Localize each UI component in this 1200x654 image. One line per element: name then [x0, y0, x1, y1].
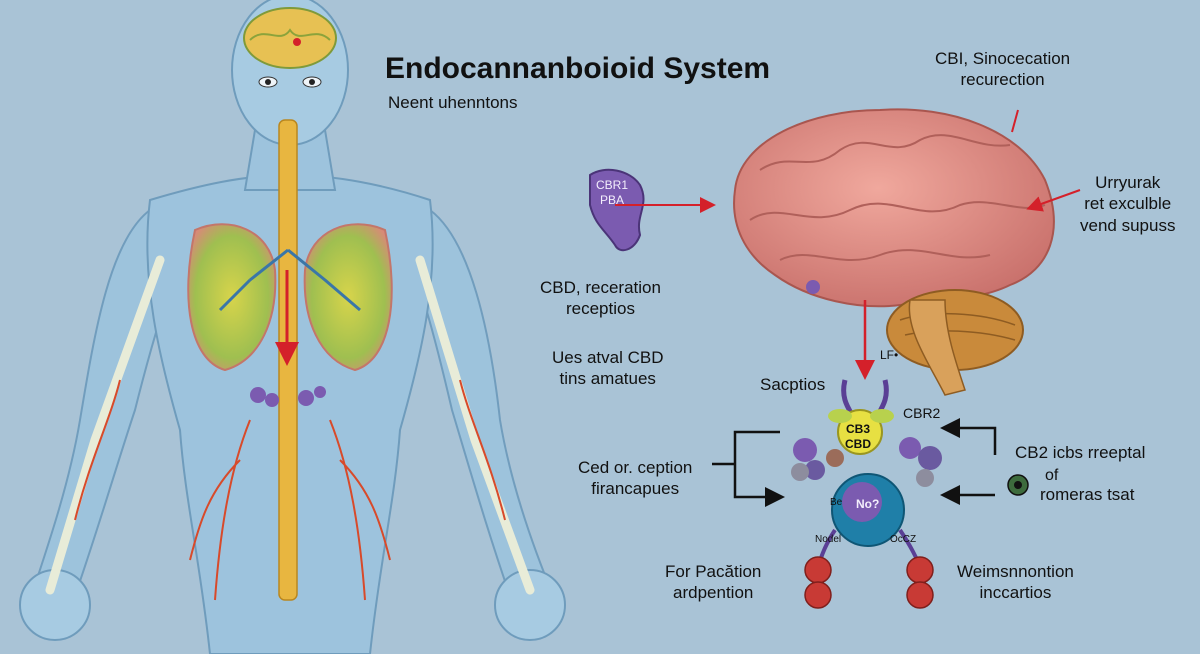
label-cb2-line2: of [1045, 467, 1059, 484]
receptor-tag-line2: PBA [600, 193, 625, 207]
label-left-mid: Ced or. ception firancapues [578, 457, 692, 500]
ocoz-tag: OcCZ [890, 534, 917, 545]
label-right: Urryurak ret exculble vend supuss [1080, 172, 1175, 236]
no-tag: No? [856, 497, 880, 511]
label-cb2-line1: CB2 icbs rreeptal [1015, 443, 1146, 462]
label-top-right-line1: CBI, Sinocecation [935, 49, 1071, 68]
nodel-tag: Nodel [815, 534, 842, 545]
label-uses-line2: tins amatues [559, 369, 656, 389]
label-right-line3: vend supuss [1080, 215, 1176, 235]
label-bottom-right-line2: inccartios [979, 583, 1052, 603]
label-bottom-right: Weimsnnontion inccartios [957, 561, 1074, 604]
label-bottom-left: For Pacătion ardpention [665, 561, 761, 604]
label-right-line1: Urryurak [1095, 173, 1161, 192]
diagram-title: Endocannanboioid System [385, 52, 771, 85]
brain-illustration [733, 108, 1081, 396]
label-cb2-line3: romeras tsat [1040, 485, 1135, 504]
label-left-mid-line2: firancapues [591, 479, 680, 499]
label-cbd-line2: receptios [565, 299, 635, 319]
label-uses-line1: Ues atval CBD [552, 348, 664, 367]
label-right-line2: ret exculble [1084, 194, 1172, 214]
label-uses: Ues atval CBD tins amatues [552, 347, 663, 390]
label-left-mid-line1: Ced or. ception [578, 458, 693, 477]
label-cbr2: CBR2 [903, 405, 941, 421]
molecule-tag-line1: CB3 [845, 422, 870, 436]
lf-tag: LF• [880, 348, 899, 362]
molecule-tag-line2: CBD [845, 437, 871, 451]
be-tag: Be [830, 497, 843, 508]
molecule-tag: CB3 CBD [845, 422, 871, 452]
label-bottom-left-line2: ardpention [673, 583, 754, 603]
human-body-figure [19, 0, 566, 654]
receptor-tag: CBR1 PBA [596, 178, 628, 208]
label-top-right: CBI, Sinocecation recurection [935, 48, 1070, 91]
label-top-right-line2: recurection [960, 70, 1045, 90]
synapse-complex [712, 379, 1029, 609]
label-sacptios: Sacptios [760, 375, 826, 394]
label-cbd-line1: CBD, receration [540, 278, 661, 297]
receptor-tag-line1: CBR1 [596, 178, 629, 192]
label-bottom-left-line1: For Pacătion [665, 562, 762, 581]
label-bottom-right-line1: Weimsnnontion [957, 562, 1074, 581]
diagram-subtitle: Neent uhenntons [388, 93, 518, 112]
receptor-cluster [589, 168, 716, 252]
label-cbd-receration: CBD, receration receptios [540, 277, 661, 320]
